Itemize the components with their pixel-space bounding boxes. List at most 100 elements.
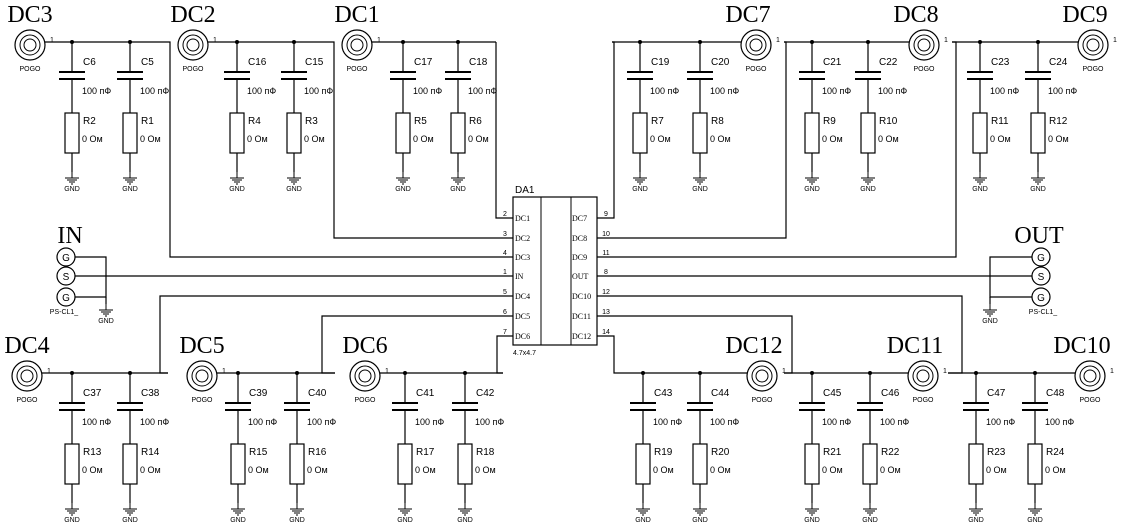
pogo-type-label: POGO <box>16 397 38 404</box>
ground-label: GND <box>122 517 138 524</box>
connector-name: DC7 <box>725 2 770 28</box>
pogo-ring-inner <box>354 365 376 387</box>
capacitor-ref: C24 <box>1049 57 1068 68</box>
resistor-body <box>1030 112 1046 154</box>
coax-pin-label: G <box>1037 293 1045 304</box>
pogo-ring-inner <box>745 34 767 56</box>
resistor-value: 0 Ом <box>247 134 268 144</box>
pogo-pin-number: 1 <box>47 368 51 375</box>
resistor-body <box>286 112 302 154</box>
pogo-pin-icon <box>1083 369 1097 383</box>
net-dc12 <box>597 335 615 374</box>
resistor-value: 0 Ом <box>468 134 489 144</box>
resistor-body <box>860 112 876 154</box>
pogo-ring-icon <box>746 360 778 392</box>
connector-name: DC5 <box>179 333 224 359</box>
connector-name: DC6 <box>342 333 387 359</box>
connector-name: DC9 <box>1062 2 1107 28</box>
resistor-ref: R20 <box>711 447 730 458</box>
ground-symbol: GND <box>1027 503 1043 524</box>
capacitor-ref: C47 <box>987 388 1006 399</box>
ground-label: GND <box>397 517 413 524</box>
capacitor-value: 100 пФ <box>248 417 277 427</box>
pogo-ring-inner <box>913 34 935 56</box>
ground-symbol: GND <box>632 172 648 193</box>
connector-name: DC11 <box>887 333 943 359</box>
ground-label: GND <box>286 186 302 193</box>
ground-symbol: GND <box>692 503 708 524</box>
net-in-ground <box>75 256 107 298</box>
capacitor-ref: C5 <box>141 57 154 68</box>
net-dc2 <box>332 41 513 239</box>
coax-pin-icon <box>56 266 76 286</box>
capacitor-value: 100 пФ <box>307 417 336 427</box>
resistor-body <box>1027 443 1043 485</box>
ic-ref: DA1 <box>515 185 535 196</box>
resistor-value: 0 Ом <box>710 465 731 475</box>
ground-symbol: GND <box>860 172 876 193</box>
ic-pin-label: DC9 <box>572 253 587 262</box>
capacitor-value: 100 пФ <box>82 417 111 427</box>
ic-pin-number: 6 <box>503 309 507 316</box>
pogo-pin-icon <box>755 369 769 383</box>
ic-pin-label: DC4 <box>515 292 530 301</box>
resistor-body <box>450 112 466 154</box>
ic-pin-label: DC12 <box>572 332 591 341</box>
ground-label: GND <box>395 186 411 193</box>
connector-name: DC8 <box>893 2 938 28</box>
resistor-value: 0 Ом <box>248 465 269 475</box>
resistor-ref: R11 <box>991 116 1009 127</box>
ic-body <box>512 196 598 346</box>
capacitor-ref: C20 <box>711 57 730 68</box>
resistor-body <box>972 112 988 154</box>
capacitor-value: 100 пФ <box>822 86 851 96</box>
pogo-ring-inner <box>1079 365 1101 387</box>
resistor-ref: R1 <box>141 116 154 127</box>
pogo-type-label: POGO <box>1082 66 1104 73</box>
resistor-value: 0 Ом <box>413 134 434 144</box>
ic-pin-number: 7 <box>503 329 507 336</box>
ground-label: GND <box>635 517 651 524</box>
pogo-pin-number: 1 <box>943 368 947 375</box>
capacitor-value: 100 пФ <box>880 417 909 427</box>
resistor-body <box>692 112 708 154</box>
coax-pin-icon <box>1031 287 1051 307</box>
pogo-pin-number: 1 <box>50 37 54 44</box>
capacitor-ref: C22 <box>879 57 898 68</box>
resistor-ref: R2 <box>83 116 96 127</box>
capacitor-ref: C23 <box>991 57 1010 68</box>
capacitor-ref: C15 <box>305 57 324 68</box>
ground-label: GND <box>457 517 473 524</box>
resistor-ref: R19 <box>654 447 673 458</box>
ic-pin-number: 9 <box>604 211 608 218</box>
io-connector-name: IN <box>57 223 82 249</box>
capacitor-value: 100 пФ <box>415 417 444 427</box>
net-dc11 <box>597 315 793 374</box>
resistor-ref: R22 <box>881 447 900 458</box>
ic-pin-label: OUT <box>572 272 589 281</box>
resistor-ref: R16 <box>308 447 327 458</box>
ic-pin-number: 14 <box>602 329 610 336</box>
coax-pin-label: G <box>62 293 70 304</box>
ground-label: GND <box>98 318 114 325</box>
io-connector-type: PS-CL1_ <box>50 309 79 316</box>
ground-symbol: GND <box>972 172 988 193</box>
pogo-pin-icon <box>358 369 372 383</box>
pogo-type-label: POGO <box>191 397 213 404</box>
resistor-ref: R3 <box>305 116 318 127</box>
